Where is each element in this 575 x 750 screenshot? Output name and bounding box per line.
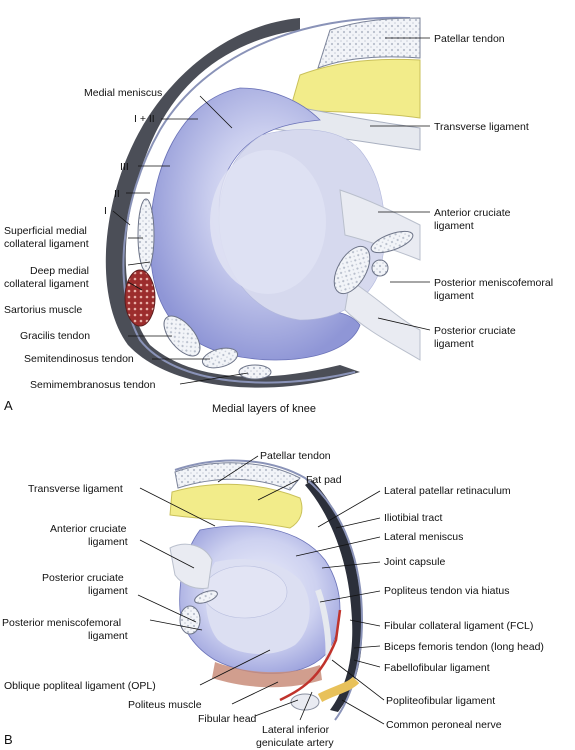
label-a-layer-1-2: I + II	[134, 113, 155, 125]
pcl-shape-a	[344, 279, 421, 361]
popliteus-muscle-b	[212, 662, 322, 688]
label-a-dmcl-line2: collateral ligament	[4, 278, 89, 290]
lateral-skin	[174, 459, 364, 721]
label-b-joint-capsule: Joint capsule	[384, 556, 445, 568]
label-b-biceps: Biceps femoris tendon (long head)	[384, 641, 544, 653]
label-b-fabellofibular: Fabellofibular ligament	[384, 662, 490, 674]
label-b-patellar-tendon: Patellar tendon	[260, 450, 331, 462]
label-b-lig-artery-line2: geniculate artery	[256, 737, 334, 749]
panel-a	[105, 16, 421, 388]
label-a-acl-line1: Anterior cruciate	[434, 207, 511, 219]
label-b-lateral-meniscus: Lateral meniscus	[384, 531, 463, 543]
label-b-pcl-line2: ligament	[88, 585, 128, 597]
medial-skin	[122, 16, 411, 384]
label-b-acl-line2: ligament	[88, 536, 128, 548]
label-b-pmfl-line2: ligament	[88, 630, 128, 642]
label-a-pmfl-line1: Posterior meniscofemoral	[434, 277, 553, 289]
gracilis-shape	[163, 315, 201, 357]
label-b-lateral-patellar-retinaculum: Lateral patellar retinaculum	[384, 485, 511, 497]
acl-section-a	[370, 230, 414, 254]
pcl-section-b	[194, 590, 218, 604]
label-b-politeus: Politeus muscle	[128, 699, 202, 711]
label-b-opl: Oblique popliteal ligament (OPL)	[4, 680, 156, 692]
label-a-dmcl-line1: Deep medial	[30, 265, 89, 277]
label-a-smcl-line2: collateral ligament	[4, 238, 89, 250]
label-b-fat-pad: Fat pad	[306, 474, 342, 486]
label-a-smcl-line1: Superficial medial	[4, 225, 87, 237]
panel-a-letter: A	[4, 398, 13, 413]
panel-a-caption: Medial layers of knee	[212, 403, 316, 415]
label-b-popliteofibular: Popliteofibular ligament	[386, 695, 495, 707]
label-a-semimembranosus: Semimembranosus tendon	[30, 379, 156, 391]
pmfl-section-b	[179, 605, 201, 635]
fibular-head-b	[290, 693, 320, 711]
label-a-patellar-tendon: Patellar tendon	[434, 33, 505, 45]
label-a-layer-3: III	[120, 161, 129, 173]
label-a-acl-line2: ligament	[434, 220, 474, 232]
label-a-medial-meniscus: Medial meniscus	[84, 87, 162, 99]
patellar-tendon-shape-b	[174, 462, 301, 491]
label-b-fcl: Fibular collateral ligament (FCL)	[384, 620, 533, 632]
label-b-iliotibial-tract: Iliotibial tract	[384, 512, 442, 524]
panel-b-labels: Patellar tendon Fat pad Transverse ligam…	[2, 450, 544, 749]
label-b-lig-artery-line1: Lateral inferior	[262, 724, 330, 736]
label-a-semitendinosus: Semitendinosus tendon	[24, 353, 134, 365]
label-b-popliteus-tendon: Popliteus tendon via hiatus	[384, 585, 510, 597]
label-b-transverse-ligament: Transverse ligament	[28, 483, 123, 495]
panel-a-labels: Patellar tendon Medial meniscus I + II T…	[4, 33, 553, 415]
label-b-common-peroneal: Common peroneal nerve	[386, 719, 502, 731]
label-a-transverse-ligament: Transverse ligament	[434, 121, 529, 133]
fat-pad-b	[169, 483, 303, 529]
label-b-pcl-line1: Posterior cruciate	[42, 572, 124, 584]
label-a-sartorius: Sartorius muscle	[4, 304, 82, 316]
common-peroneal-nerve-b	[317, 676, 360, 703]
panel-a-leaders	[112, 37, 431, 385]
label-a-layer-2: II	[114, 188, 120, 200]
panel-b-letter: B	[4, 732, 13, 747]
femoral-condyle-b	[202, 565, 288, 619]
label-b-acl-line1: Anterior cruciate	[50, 523, 127, 535]
label-a-pmfl-line2: ligament	[434, 290, 474, 302]
semimembranosus-shape	[238, 364, 272, 380]
sartorius-shape	[124, 269, 156, 327]
pmfl-section-a	[333, 245, 371, 295]
lig-artery-b	[279, 609, 342, 702]
label-a-pcl-line2: ligament	[434, 338, 474, 350]
label-a-layer-1: I	[104, 205, 107, 217]
label-a-pcl-line1: Posterior cruciate	[434, 325, 516, 337]
smcl-shape	[137, 198, 155, 272]
femoral-condyle-a	[210, 150, 326, 294]
panel-b	[169, 459, 364, 721]
panel-b-leaders	[137, 455, 385, 725]
label-b-pmfl-line1: Posterior meniscofemoral	[2, 617, 121, 629]
label-b-fibular-head: Fibular head	[198, 713, 257, 725]
pmfl-small-a	[371, 259, 389, 277]
patellar-tendon-shape	[317, 17, 421, 69]
semitendinosus-shape	[201, 347, 239, 369]
label-a-gracilis: Gracilis tendon	[20, 330, 90, 342]
